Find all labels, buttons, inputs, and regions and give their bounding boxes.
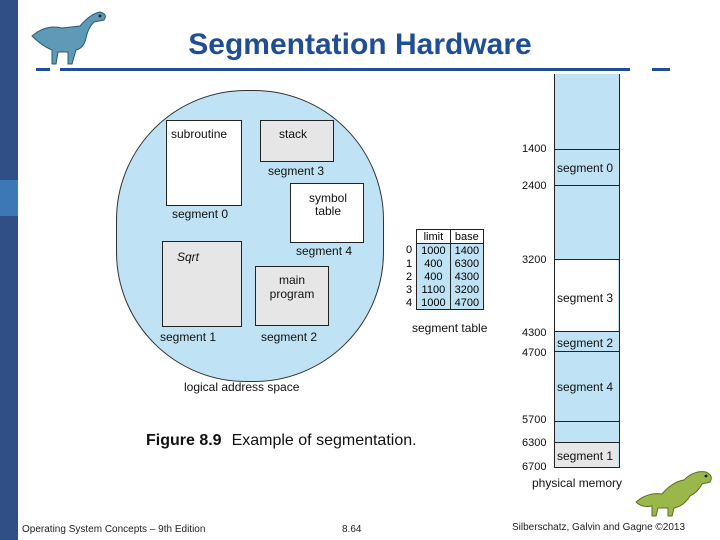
slide-title: Segmentation Hardware <box>188 28 532 61</box>
dinosaur-logo-icon <box>31 11 106 65</box>
memory-boundary <box>554 185 620 186</box>
memory-address: 6700 <box>522 461 547 473</box>
segment-label: segment 2 <box>261 330 318 344</box>
row-base: 4300 <box>449 270 485 283</box>
sidebar-band <box>0 180 18 216</box>
table-row: 0 1000 1400 <box>402 243 485 257</box>
row-index: 4 <box>406 296 413 309</box>
segment-sqrt: Sqrt <box>162 241 242 327</box>
segment-name: stack <box>279 127 308 141</box>
row-base: 6300 <box>449 257 485 270</box>
memory-segment-label: segment 4 <box>557 380 614 394</box>
row-index: 3 <box>406 283 413 296</box>
memory-boundary <box>554 442 620 443</box>
memory-boundary <box>554 421 620 422</box>
row-limit: 1100 <box>416 283 451 296</box>
segment-name: subroutine <box>171 127 228 141</box>
memory-address: 1400 <box>522 143 547 155</box>
segment-name: main program <box>269 273 315 301</box>
row-index: 0 <box>406 244 413 257</box>
segment-name: Sqrt <box>177 250 200 264</box>
segment-label: segment 0 <box>172 207 229 221</box>
memory-region-segment-3 <box>555 259 618 331</box>
memory-segment-label: segment 3 <box>557 291 614 305</box>
segment-label: segment 4 <box>296 244 353 258</box>
segment-table-caption: segment table <box>412 321 488 335</box>
row-limit: 1000 <box>416 243 451 257</box>
memory-address: 4300 <box>522 327 547 339</box>
logical-space-caption: logical address space <box>184 380 300 394</box>
figure-caption: Figure 8.9 Example of segmentation. <box>146 432 417 450</box>
memory-segment-label: segment 1 <box>557 449 614 463</box>
memory-address: 4700 <box>522 347 547 359</box>
table-row: 1 400 6300 <box>402 257 485 270</box>
memory-boundary <box>554 351 620 352</box>
memory-address: 5700 <box>522 414 547 426</box>
memory-address: 3200 <box>522 254 547 266</box>
memory-boundary <box>554 149 620 150</box>
memory-boundary <box>554 467 620 468</box>
row-base: 3200 <box>449 283 485 296</box>
footer-copyright: Silberschatz, Galvin and Gagne ©2013 <box>512 522 686 533</box>
memory-segment-label: segment 2 <box>557 336 614 350</box>
segment-label: segment 1 <box>160 330 217 344</box>
row-base: 4700 <box>449 296 485 310</box>
row-limit: 1000 <box>416 296 451 310</box>
memory-segment-label: segment 0 <box>557 161 614 175</box>
segment-stack: stack <box>260 120 334 162</box>
segment-label: segment 3 <box>268 164 325 178</box>
table-header-base: base <box>449 229 485 244</box>
physical-memory-caption: physical memory <box>532 476 623 490</box>
table-row: 3 1100 3200 <box>402 283 485 296</box>
segment-table: limit base 0 1000 1400 1 400 6300 2 400 … <box>402 229 485 310</box>
segment-subroutine: subroutine <box>166 120 242 206</box>
table-header-limit: limit <box>416 229 451 244</box>
row-limit: 400 <box>416 257 451 270</box>
table-row: 2 400 4300 <box>402 270 485 283</box>
dinosaur-mascot-icon <box>635 471 712 517</box>
figure-text: Example of segmentation. <box>231 432 417 449</box>
row-base: 1400 <box>449 243 485 257</box>
title-rule <box>60 68 630 71</box>
title-rule-right <box>652 68 670 71</box>
memory-address: 6300 <box>522 437 547 449</box>
footer-page-number: 8.64 <box>342 524 362 535</box>
footer-book-title: Operating System Concepts – 9th Edition <box>22 524 206 535</box>
row-limit: 400 <box>416 270 451 283</box>
segment-name: symbol table <box>308 191 347 218</box>
sidebar-decoration <box>0 0 18 540</box>
figure-number: Figure 8.9 <box>146 432 222 449</box>
table-row: 4 1000 4700 <box>402 296 485 310</box>
memory-address: 2400 <box>522 180 547 192</box>
memory-region-segment-1 <box>555 442 618 468</box>
memory-boundary <box>554 259 620 260</box>
row-index: 2 <box>406 270 413 283</box>
row-index: 1 <box>406 257 413 270</box>
memory-boundary <box>554 331 620 332</box>
segment-main-program: main program <box>255 266 329 326</box>
title-rule-left <box>36 68 50 71</box>
segment-symbol-table: symbol table <box>290 183 364 243</box>
table-header-index <box>402 229 417 244</box>
